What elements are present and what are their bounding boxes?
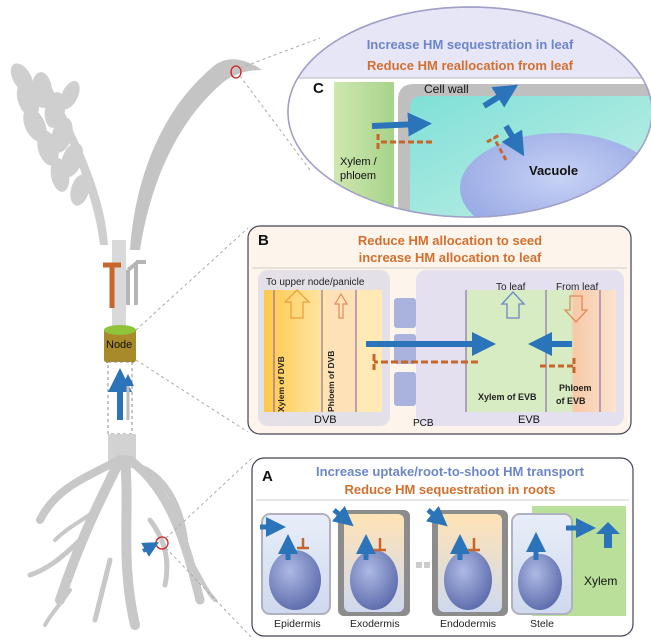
node-label: Node [106,339,133,351]
xylem-to-cell-arrow-icon [371,112,432,137]
from-leaf-label: From leaf [556,282,599,293]
cell-wall-label: Cell wall [424,82,469,96]
dvb-inhibit-icon [372,354,478,370]
exodermis-cell [338,510,410,616]
cell-up-arrows [278,532,546,560]
endodermis-cell [432,510,508,616]
panel-b-letter: B [258,232,269,249]
dvb-xylem-up-arrow-icon [283,289,311,319]
panel-a-title-line2: Reduce HM sequestration in roots [344,482,556,497]
plant-transport-arrows [103,260,146,420]
xylem-label: Xylem [584,574,618,588]
to-upper-node-label: To upper node/panicle [266,277,365,288]
xylem-phloem-label-line2: phloem [340,170,377,182]
xylem-evb-label: Xylem of EVB [478,392,537,402]
vacuole-arrow-icon [501,124,525,157]
panel-b-title-line1: Reduce HM allocation to seed [357,233,543,248]
to-leaf-label: To leaf [496,282,526,293]
dvb-label: DVB [314,414,337,426]
ellipsis-dots [416,562,430,568]
panicle-graphic [10,63,108,245]
panel-b [247,225,632,435]
endodermis-label: Endodermis [440,618,497,630]
exodermis-entry-arrow-icon [331,505,354,527]
xylem-phloem-label-line1: Xylem / [340,156,377,168]
panel-b-title-line2: increase HM allocation to leaf [358,250,542,265]
endodermis-entry-arrow-icon [425,505,448,527]
phloem-evb-label-line2: of EVB [556,396,586,406]
panel-c-title-line2: Reduce HM reallocation from leaf [367,58,573,73]
panel-a-letter: A [262,468,273,485]
zoom-guide-lines [135,37,321,639]
xylem-dvb-label: Xylem of DVB [276,356,286,412]
epidermis-label: Epidermis [274,618,321,630]
vacuole-label: Vacuole [529,163,579,178]
reallocation-inhibit-icon [376,134,432,150]
vacuole-inhibit-icons [297,538,480,552]
evb-label: EVB [518,414,541,426]
plant-illustration [10,59,262,630]
panel-c-letter: C [313,80,324,97]
pcb-label: PCB [413,418,434,429]
stele-cell [511,513,573,615]
root-system [27,455,217,630]
panel-a [251,457,634,637]
root-uptake-arrow-icon [141,542,159,557]
phloem-dvb-label: Phloem of DVB [326,350,336,412]
dvb-phloem-up-arrow-icon [333,292,349,319]
stele-label: Stele [530,618,554,630]
panel-c-title-line1: Increase HM sequestration in leaf [366,37,574,52]
phloem-evb-label-line1: Phloem [559,383,592,393]
panel-a-title-line1: Increase uptake/root-to-shoot HM transpo… [316,464,584,479]
evb-xylem-up-arrow-icon [500,291,526,319]
evb-inhibit-icon [540,358,576,374]
exodermis-label: Exodermis [350,618,400,630]
leaf-zoom-marker [230,65,242,79]
sequestration-inhibit-icon [486,132,508,161]
evb-phloem-down-arrow-icon [563,295,589,323]
xylem-up-arrow-icon [596,522,620,548]
cell-wall-arrow-icon [482,84,519,109]
leaf-graphic [130,59,262,250]
